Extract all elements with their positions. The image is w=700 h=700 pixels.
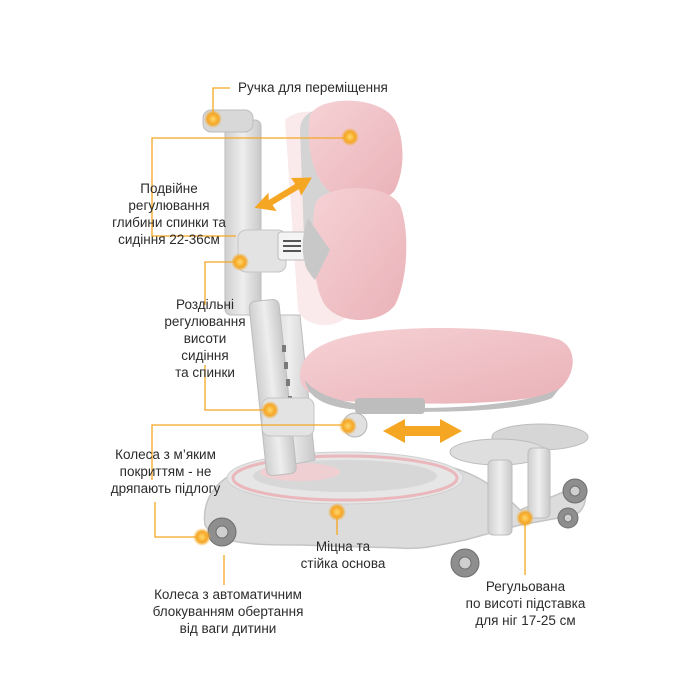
backrest xyxy=(300,100,407,320)
callout-base: Міцна та стійка основа xyxy=(295,538,391,572)
callout-depth-line: Подвійне xyxy=(140,181,198,196)
callout-height-line: Роздільні xyxy=(176,297,234,312)
callout-height: Роздільні регулювання висоти сидіння та … xyxy=(150,296,260,381)
callout-depth: Подвійне регулювання глибини спинки та с… xyxy=(100,180,238,248)
seat xyxy=(300,328,573,438)
callout-lock-wheels-line: від ваги дитини xyxy=(179,621,277,636)
callout-soft-wheels-line: покриттям - не xyxy=(119,464,212,479)
callout-depth-line: сидіння 22-36см xyxy=(118,232,220,247)
callout-base-line: Міцна та xyxy=(315,539,371,554)
callout-base-line: стійка основа xyxy=(300,556,386,571)
leader-lines xyxy=(151,87,526,585)
callout-height-line: сидіння xyxy=(181,348,229,363)
callout-height-line: регулювання xyxy=(164,314,246,329)
callout-handle-line: Ручка для переміщення xyxy=(238,80,388,95)
footrest xyxy=(449,423,589,536)
callout-soft-wheels-line: дряпають підлогу xyxy=(110,481,221,496)
callout-soft-wheels: Колеса з м’яким покриттям - не дряпають … xyxy=(98,446,233,497)
callout-depth-line: регулювання xyxy=(128,198,210,213)
double-arrow-icon xyxy=(383,419,462,443)
callout-footrest: Регульована по висоті підставка для ніг … xyxy=(448,578,603,629)
callout-footrest-line: Регульована xyxy=(485,579,566,594)
callout-lock-wheels: Колеса з автоматичним блокуванням оберта… xyxy=(138,586,318,637)
callout-soft-wheels-line: Колеса з м’яким xyxy=(115,447,216,462)
callout-depth-line: глибини спинки та xyxy=(112,215,226,230)
column xyxy=(202,109,316,477)
marker-dot-icon xyxy=(193,110,534,546)
callout-height-line: висоти xyxy=(183,331,227,346)
callout-lock-wheels-line: Колеса з автоматичним xyxy=(154,587,302,602)
wheels xyxy=(207,478,588,578)
callout-handle: Ручка для переміщення xyxy=(238,79,388,96)
callout-footrest-line: для ніг 17-25 см xyxy=(475,613,576,628)
callout-height-line: та спинки xyxy=(175,365,235,380)
double-arrow-icon xyxy=(254,177,312,212)
callout-footrest-line: по висоті підставка xyxy=(465,596,586,611)
callout-lock-wheels-line: блокуванням обертання xyxy=(152,604,304,619)
